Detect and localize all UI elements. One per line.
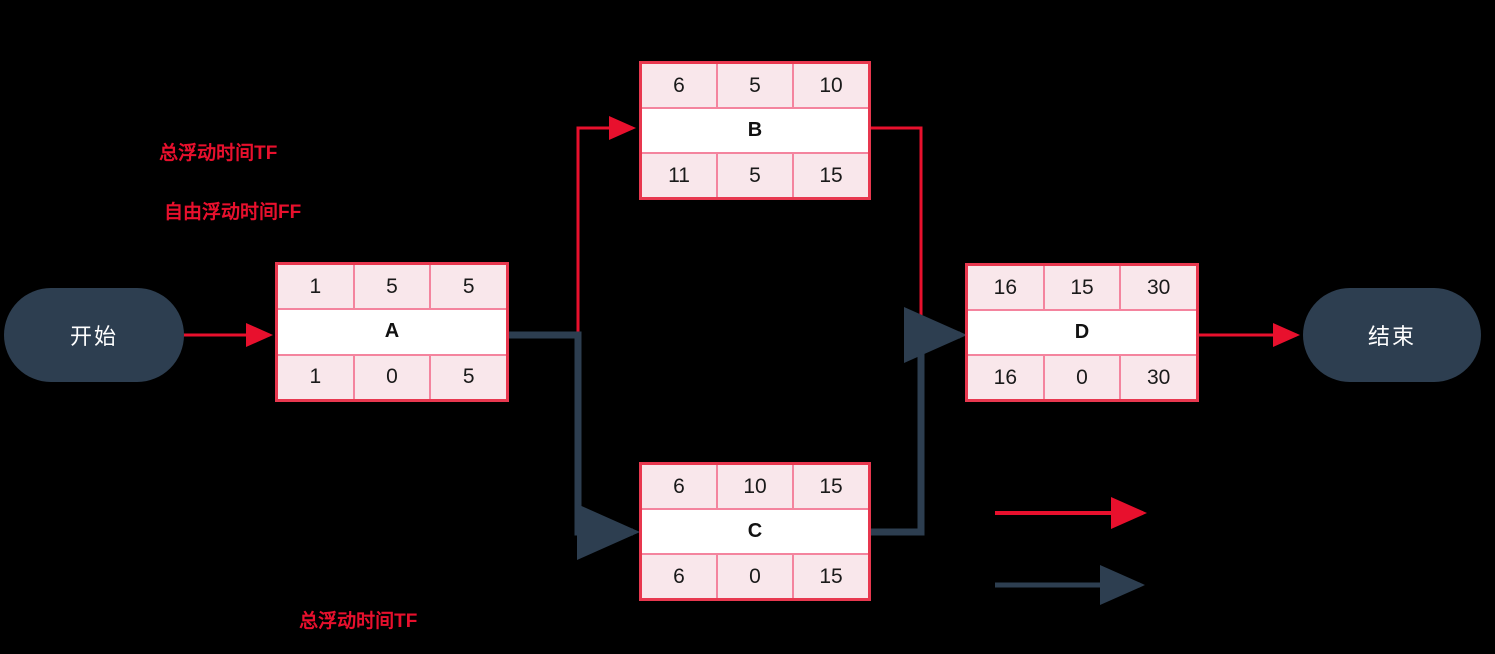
node-d-ef: 30 xyxy=(1121,266,1197,309)
terminator-end[interactable]: 结束 xyxy=(1303,288,1481,382)
node-a-top-row: 1 5 5 xyxy=(278,265,507,311)
node-d-top-row: 16 15 30 xyxy=(968,266,1197,311)
node-b-lf: 15 xyxy=(794,154,868,197)
node-d-duration: 15 xyxy=(1044,266,1122,309)
node-a-lf: 5 xyxy=(431,355,507,399)
connector-b-to-d xyxy=(871,126,963,347)
connector-a-to-c xyxy=(509,331,640,560)
terminator-end-label: 结束 xyxy=(1367,324,1416,349)
annotation-top-line1: 总浮动时间TF xyxy=(159,143,278,165)
node-c-ls: 6 xyxy=(642,555,718,598)
node-b[interactable]: 6 5 10 B 11 5 15 xyxy=(639,61,871,200)
node-d-bottom-row: 16 0 30 xyxy=(968,354,1197,399)
node-c-duration: 10 xyxy=(718,465,794,508)
node-d-es: 16 xyxy=(968,266,1045,309)
node-c-bottom-row: 6 0 15 xyxy=(642,553,868,598)
node-c[interactable]: 6 10 15 C 6 0 15 xyxy=(639,462,871,601)
node-a-duration: 5 xyxy=(354,265,432,309)
terminator-start-label: 开始 xyxy=(69,324,118,349)
connector-a-to-b xyxy=(509,116,636,337)
node-b-label: B xyxy=(642,109,868,152)
node-c-tf: 0 xyxy=(718,555,794,598)
node-b-tf: 5 xyxy=(718,154,794,197)
node-c-label: C xyxy=(642,510,868,553)
node-c-ef: 15 xyxy=(794,465,868,508)
node-c-name-row: C xyxy=(642,510,868,553)
annotation-bottom: 总浮动时间TF 自由浮动时间FF xyxy=(278,578,441,654)
node-a-es: 1 xyxy=(278,265,355,309)
node-d-tf: 0 xyxy=(1044,356,1122,399)
connector-c-to-d xyxy=(871,307,967,536)
node-a-ef: 5 xyxy=(431,265,507,309)
node-a-label: A xyxy=(278,310,506,354)
node-a-name-row: A xyxy=(278,310,506,354)
node-b-top-row: 6 5 10 xyxy=(642,64,868,109)
node-c-lf: 15 xyxy=(794,555,868,598)
node-a-ls: 1 xyxy=(278,355,355,399)
node-b-bottom-row: 11 5 15 xyxy=(642,152,868,197)
node-a-bottom-row: 1 0 5 xyxy=(278,353,507,399)
node-d-label: D xyxy=(968,311,1196,354)
node-d-ls: 16 xyxy=(968,356,1045,399)
node-c-es: 6 xyxy=(642,465,718,508)
node-b-duration: 5 xyxy=(718,64,794,107)
node-a-tf: 0 xyxy=(354,355,432,399)
annotation-top-line2: 自由浮动时间FF xyxy=(164,202,302,224)
node-b-name-row: B xyxy=(642,109,868,152)
annotation-bottom-line1: 总浮动时间TF xyxy=(299,611,418,633)
node-b-ef: 10 xyxy=(794,64,868,107)
annotation-top: 总浮动时间TF 自由浮动时间FF xyxy=(138,110,301,287)
node-a[interactable]: 1 5 5 A 1 0 5 xyxy=(275,262,509,402)
terminator-start[interactable]: 开始 xyxy=(4,288,184,382)
node-d-lf: 30 xyxy=(1121,356,1197,399)
node-d[interactable]: 16 15 30 D 16 0 30 xyxy=(965,263,1199,402)
node-b-es: 6 xyxy=(642,64,718,107)
node-c-top-row: 6 10 15 xyxy=(642,465,868,510)
node-d-name-row: D xyxy=(968,311,1196,354)
node-b-ls: 11 xyxy=(642,154,718,197)
